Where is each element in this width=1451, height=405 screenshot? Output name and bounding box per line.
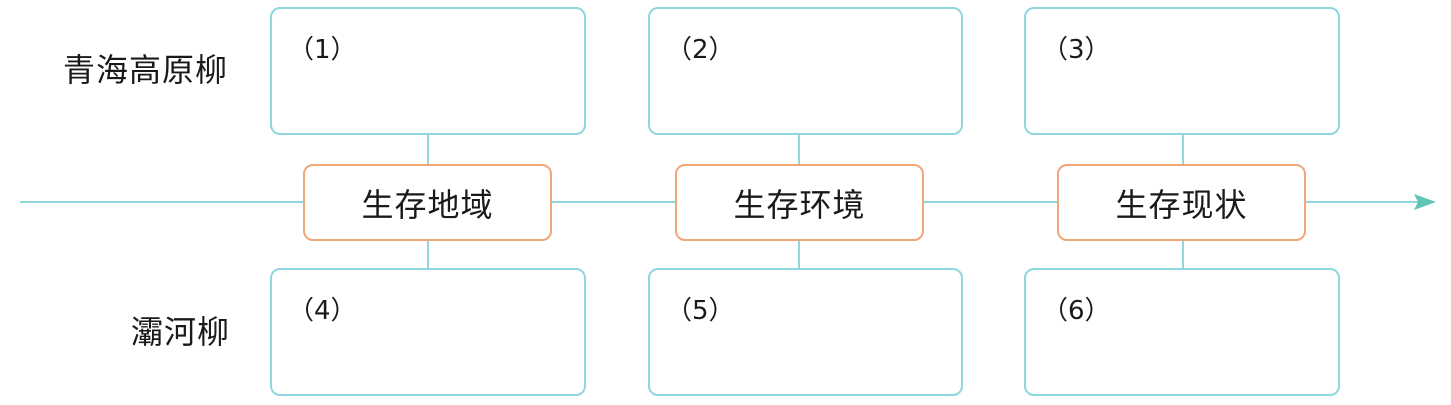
answer-box-number: （5）	[666, 296, 735, 326]
answer-box-1[interactable]: （1）	[270, 7, 586, 135]
row-label-bottom: 灞河柳	[131, 313, 231, 351]
category-box-environment: 生存环境	[675, 164, 924, 241]
category-box-status: 生存现状	[1057, 164, 1306, 241]
answer-box-3[interactable]: （3）	[1024, 7, 1340, 135]
answer-box-2[interactable]: （2）	[648, 7, 963, 135]
answer-box-6[interactable]: （6）	[1024, 268, 1340, 396]
row-label-top: 青海高原柳	[63, 51, 229, 89]
category-box-region: 生存地域	[303, 164, 552, 241]
answer-box-number: （2）	[666, 35, 735, 65]
timeline-arrowhead	[1414, 194, 1436, 210]
answer-box-number: （3）	[1042, 35, 1111, 65]
answer-box-number: （1）	[288, 35, 357, 65]
answer-box-4[interactable]: （4）	[270, 268, 586, 396]
answer-box-number: （6）	[1042, 296, 1111, 326]
answer-box-5[interactable]: （5）	[648, 268, 963, 396]
answer-box-number: （4）	[288, 296, 357, 326]
